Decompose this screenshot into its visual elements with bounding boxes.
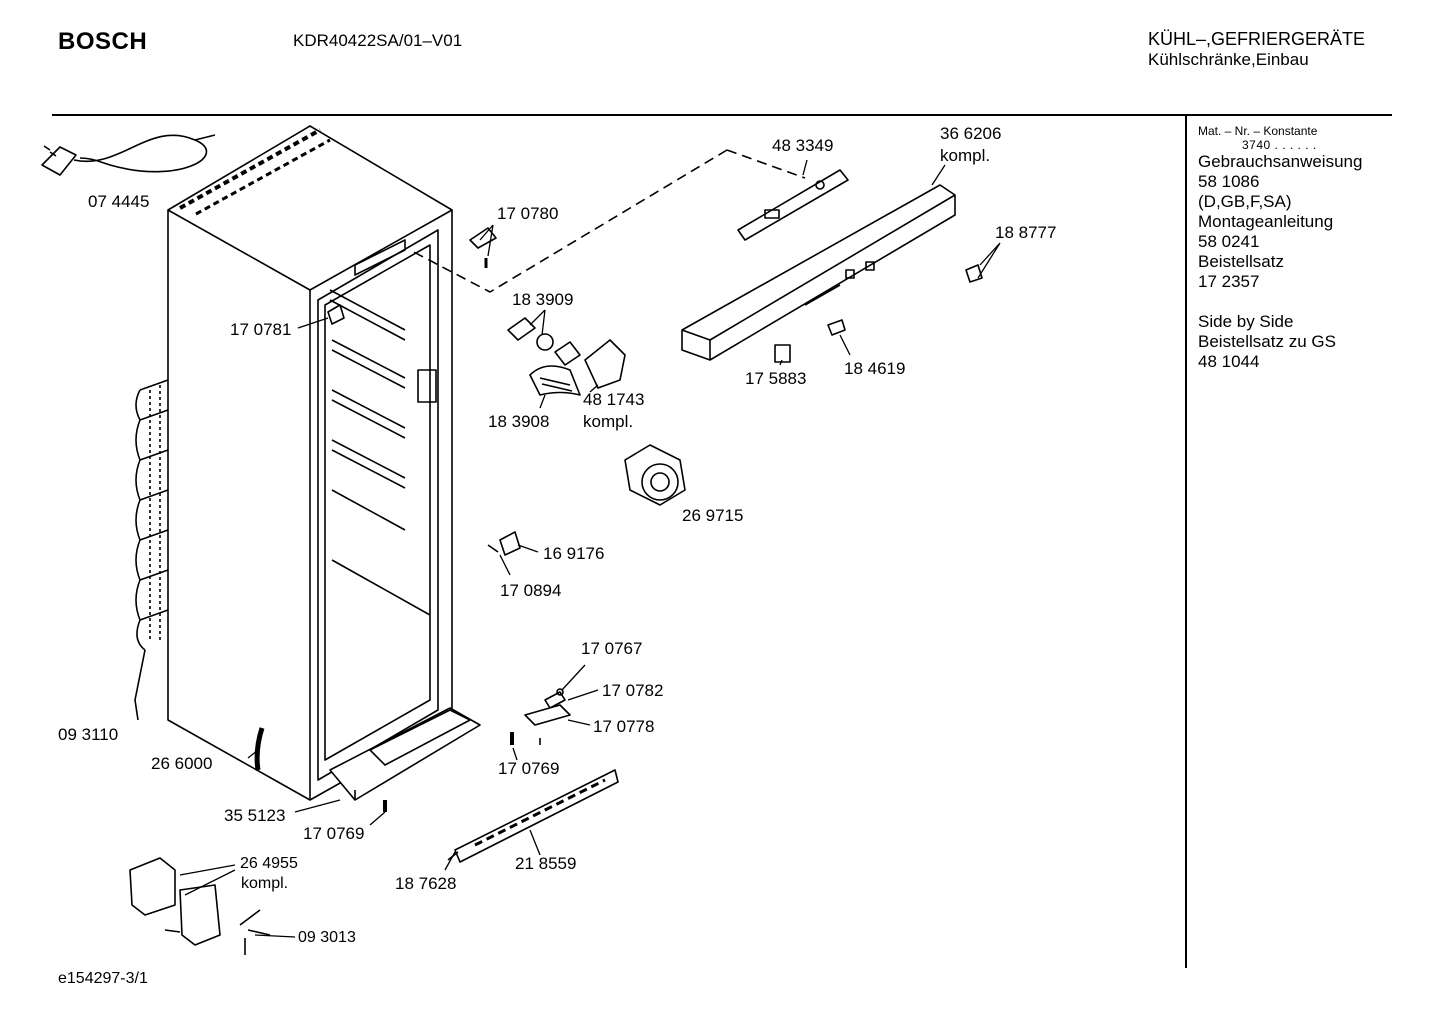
part-label-170778: 17 0778 bbox=[593, 717, 655, 736]
constant-value: 3740 . . . . . . bbox=[1242, 138, 1317, 152]
part-label-169176: 16 9176 bbox=[543, 544, 605, 563]
part-label-170894: 17 0894 bbox=[500, 581, 562, 600]
doc-entry: 48 1044 bbox=[1198, 352, 1260, 371]
part-label-188777: 18 8777 bbox=[995, 223, 1057, 242]
category-title: KÜHL–,GEFRIERGERÄTE bbox=[1148, 29, 1366, 49]
part-label-355123: 35 5123 bbox=[224, 806, 286, 825]
drawing-id: e154297-3/1 bbox=[58, 970, 148, 987]
part-label-483349: 48 3349 bbox=[772, 136, 834, 155]
model-number: KDR40422SA/01–V01 bbox=[293, 31, 463, 50]
part-label-170769-a: 17 0769 bbox=[498, 759, 560, 778]
header-divider bbox=[52, 114, 1392, 116]
part-label-264955-kompl: kompl. bbox=[241, 875, 289, 892]
cabinet-drawing bbox=[134, 125, 481, 801]
part-label-170782: 17 0782 bbox=[602, 681, 664, 700]
sidebar-info: Mat. – Nr. – Konstante 3740 . . . . . . … bbox=[1198, 124, 1388, 372]
doc-entry: Side by Side bbox=[1198, 312, 1294, 331]
part-label-093110: 09 3110 bbox=[58, 725, 119, 744]
control-panel-drawing bbox=[409, 149, 956, 361]
part-label-183909: 18 3909 bbox=[512, 290, 574, 309]
lamp-assembly-drawing bbox=[507, 317, 626, 396]
part-label-170780: 17 0780 bbox=[497, 204, 559, 223]
part-label-175883: 17 5883 bbox=[745, 369, 807, 388]
part-label-170781: 17 0781 bbox=[230, 320, 292, 339]
sidebar-divider bbox=[1185, 116, 1187, 968]
fan-cover-drawing bbox=[624, 444, 686, 506]
part-label-184619: 18 4619 bbox=[844, 359, 906, 378]
part-label-269715: 26 9715 bbox=[682, 506, 744, 525]
doc-entry: Montageanleitung bbox=[1198, 212, 1334, 231]
part-label-170769-b: 17 0769 bbox=[303, 824, 365, 843]
part-label-481743: 48 1743 bbox=[583, 390, 645, 409]
leader-lines bbox=[179, 159, 1001, 938]
doc-entry: (D,GB,F,SA) bbox=[1198, 192, 1292, 211]
part-label-187628: 18 7628 bbox=[395, 874, 457, 893]
part-label-093013: 09 3013 bbox=[298, 929, 356, 946]
small-parts-drawing bbox=[129, 227, 983, 955]
category-subtitle: Kühlschränke,Einbau bbox=[1148, 50, 1309, 69]
power-cord-drawing bbox=[41, 134, 216, 176]
part-label-366206: 36 6206 bbox=[940, 124, 1002, 143]
doc-entry: Gebrauchsanweisung bbox=[1198, 152, 1363, 171]
part-label-266000: 26 6000 bbox=[151, 754, 213, 773]
doc-entry: 17 2357 bbox=[1198, 272, 1260, 291]
part-label-170767: 17 0767 bbox=[581, 639, 643, 658]
doc-entry: Beistellsatz bbox=[1198, 252, 1284, 271]
part-label-218559: 21 8559 bbox=[515, 854, 577, 873]
part-label-264955: 26 4955 bbox=[240, 855, 298, 872]
doc-entry: 58 0241 bbox=[1198, 232, 1260, 251]
brand-logo: BOSCH bbox=[58, 28, 148, 55]
documents-list: Gebrauchsanweisung 58 1086 (D,GB,F,SA) M… bbox=[1198, 152, 1388, 372]
constant-label: Mat. – Nr. – Konstante bbox=[1198, 124, 1318, 138]
doc-entry: 58 1086 bbox=[1198, 172, 1260, 191]
part-label-481743-kompl: kompl. bbox=[583, 412, 634, 431]
part-label-366206-kompl: kompl. bbox=[940, 146, 991, 165]
part-label-074445: 07 4445 bbox=[88, 192, 150, 211]
doc-entry: Beistellsatz zu GS bbox=[1198, 332, 1336, 351]
part-label-183908: 18 3908 bbox=[488, 412, 550, 431]
